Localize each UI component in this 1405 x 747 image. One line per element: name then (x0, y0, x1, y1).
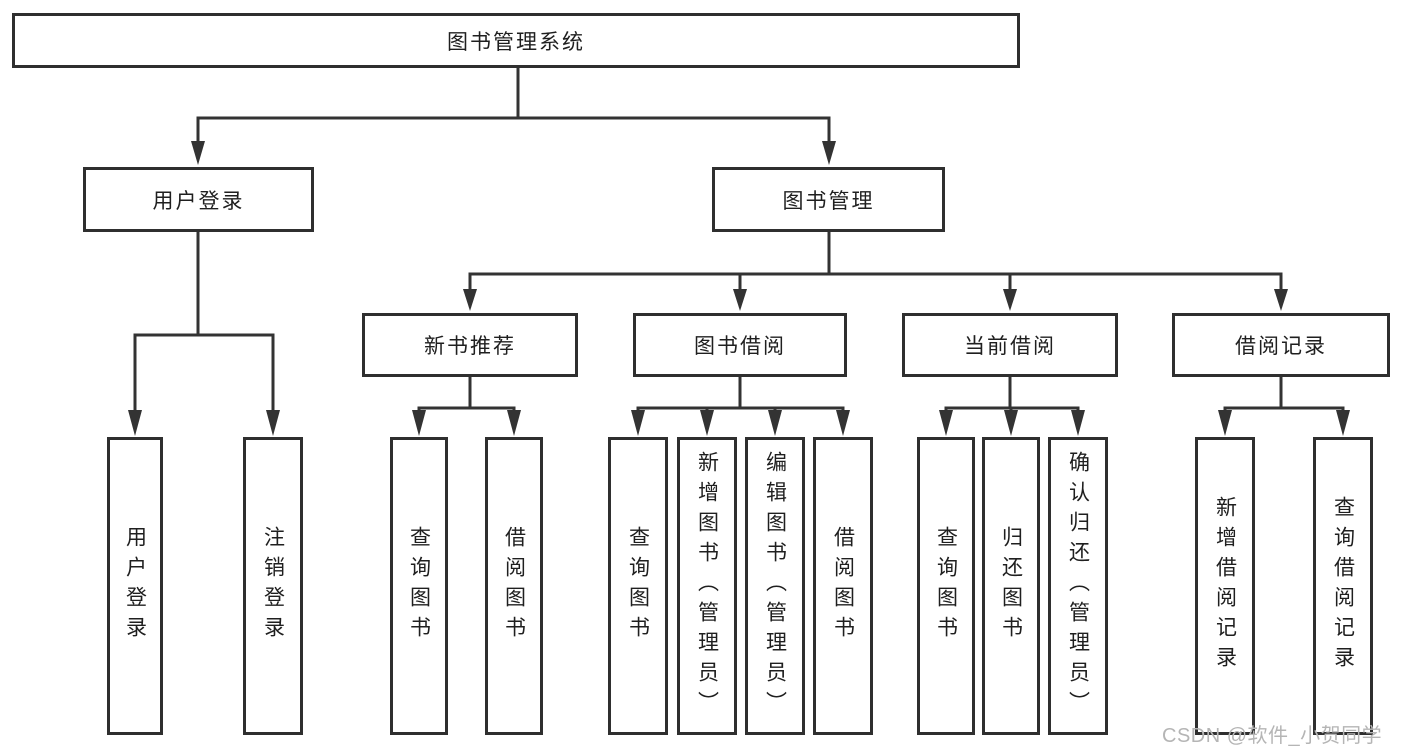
csdn-watermark: CSDN @软件_小贺同学 (1162, 725, 1383, 747)
node-label: 新书推荐 (424, 335, 516, 358)
node-label: 图书借阅 (694, 335, 786, 358)
node-label: 查询借阅记录 (1331, 496, 1355, 676)
node-user-login-leaf: 用户登录 (107, 437, 163, 735)
node-library-management-system: 图书管理系统 (12, 13, 1020, 68)
node-book-borrowing: 图书借阅 (633, 313, 847, 377)
node-label: 查询图书 (934, 526, 958, 646)
node-logout: 注销登录 (243, 437, 303, 735)
node-user-login: 用户登录 (83, 167, 314, 232)
node-label: 编辑图书（管理员） (763, 451, 787, 721)
node-label: 新增图书（管理员） (695, 451, 719, 721)
node-label: 图书管理系统 (447, 30, 585, 54)
node-return-books: 归还图书 (982, 437, 1040, 735)
node-label: 借阅图书 (502, 526, 526, 646)
node-borrowing-records: 借阅记录 (1172, 313, 1390, 377)
node-label: 查询图书 (626, 526, 650, 646)
node-borrow-books-borrowing: 借阅图书 (813, 437, 873, 735)
node-label: 注销登录 (261, 526, 285, 646)
node-label: 新增借阅记录 (1213, 496, 1237, 676)
node-label: 用户登录 (123, 526, 147, 646)
node-label: 当前借阅 (964, 335, 1056, 358)
node-add-book-admin: 新增图书（管理员） (677, 437, 737, 735)
node-label: 图书管理 (782, 189, 875, 213)
node-label: 归还图书 (999, 526, 1023, 646)
node-label: 确认归还（管理员） (1066, 451, 1090, 721)
node-add-borrow-record: 新增借阅记录 (1195, 437, 1255, 735)
node-confirm-return-admin: 确认归还（管理员） (1048, 437, 1108, 735)
node-query-books-borrowing: 查询图书 (608, 437, 668, 735)
node-query-borrow-record: 查询借阅记录 (1313, 437, 1373, 735)
node-book-management: 图书管理 (712, 167, 945, 232)
node-label: 用户登录 (152, 189, 245, 213)
node-label: 借阅图书 (831, 526, 855, 646)
node-new-book-recommendation: 新书推荐 (362, 313, 578, 377)
node-edit-book-admin: 编辑图书（管理员） (745, 437, 805, 735)
node-borrow-books-recommend: 借阅图书 (485, 437, 543, 735)
node-query-books-current: 查询图书 (917, 437, 975, 735)
node-current-borrowing: 当前借阅 (902, 313, 1118, 377)
node-label: 查询图书 (407, 526, 431, 646)
node-query-books-recommend: 查询图书 (390, 437, 448, 735)
node-label: 借阅记录 (1235, 335, 1327, 358)
